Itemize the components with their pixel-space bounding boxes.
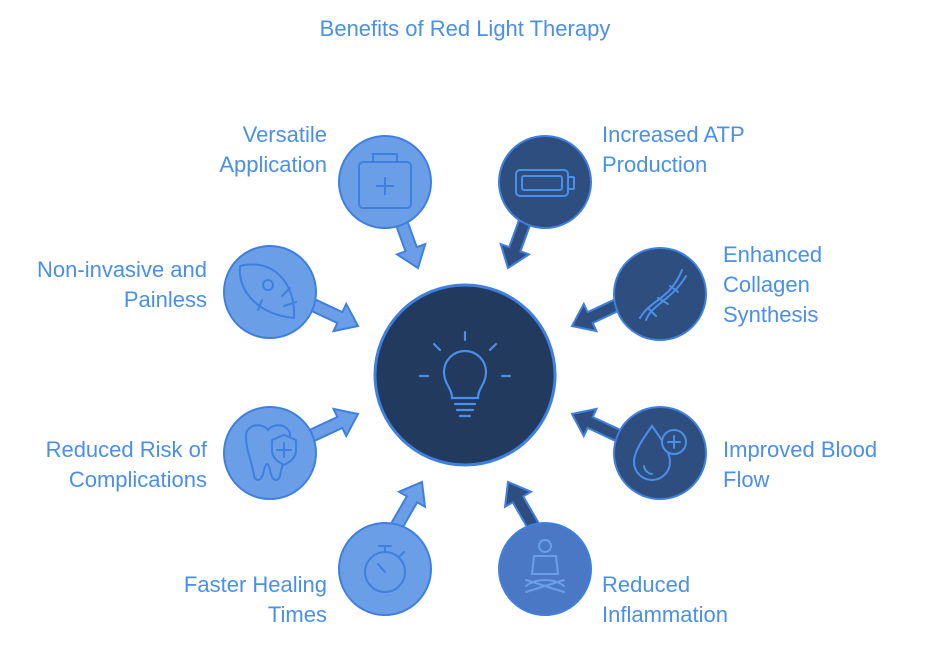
center-node xyxy=(373,283,557,467)
dna-icon xyxy=(639,269,687,321)
label-line: Times xyxy=(267,602,327,627)
meditation-icon xyxy=(525,539,565,593)
node-reduced-risk xyxy=(223,406,317,500)
first-aid-kit-icon xyxy=(358,153,412,209)
label-increased-atp: Increased ATP Production xyxy=(602,120,745,180)
diagram-title: Benefits of Red Light Therapy xyxy=(319,16,611,41)
label-line: Reduced xyxy=(602,572,691,597)
label-line: Production xyxy=(602,152,708,177)
label-line: Non-invasive and xyxy=(37,257,207,282)
node-faster-healing xyxy=(338,522,432,616)
label-line: Inflammation xyxy=(602,602,728,627)
label-line: Enhanced xyxy=(723,242,823,267)
label-line: Faster Healing xyxy=(183,572,327,597)
label-line: Complications xyxy=(68,467,207,492)
label-line: Reduced Risk of xyxy=(45,437,207,462)
label-reduced-risk: Reduced Risk of Complications xyxy=(46,435,207,495)
feather-icon xyxy=(238,263,297,319)
label-line: Versatile xyxy=(242,122,327,147)
label-non-invasive: Non-invasive and Painless xyxy=(37,255,207,315)
label-line: Application xyxy=(219,152,327,177)
node-reduced-inflammation xyxy=(498,522,592,616)
node-enhanced-collagen xyxy=(613,247,707,341)
node-improved-blood-flow xyxy=(613,406,707,500)
node-versatile-application xyxy=(338,135,432,229)
blood-drop-plus-icon xyxy=(632,424,687,481)
label-enhanced-collagen: Enhanced Collagen Synthesis xyxy=(723,240,822,330)
label-line: Improved Blood xyxy=(723,437,878,462)
lightbulb-icon xyxy=(418,330,512,418)
label-versatile-application: Versatile Application xyxy=(219,120,327,180)
label-reduced-inflammation: Reduced Inflammation xyxy=(602,570,728,630)
label-line: Flow xyxy=(723,467,770,492)
label-improved-blood-flow: Improved Blood Flow xyxy=(723,435,877,495)
tooth-shield-icon xyxy=(244,424,297,481)
node-increased-atp xyxy=(498,135,592,229)
battery-icon xyxy=(515,169,575,197)
label-line: Synthesis xyxy=(723,302,819,327)
label-line: Increased ATP xyxy=(602,122,745,147)
stopwatch-icon xyxy=(364,545,406,593)
node-non-invasive xyxy=(223,245,317,339)
label-line: Collagen xyxy=(723,272,810,297)
label-faster-healing: Faster Healing Times xyxy=(184,570,327,630)
label-line: Painless xyxy=(123,287,207,312)
